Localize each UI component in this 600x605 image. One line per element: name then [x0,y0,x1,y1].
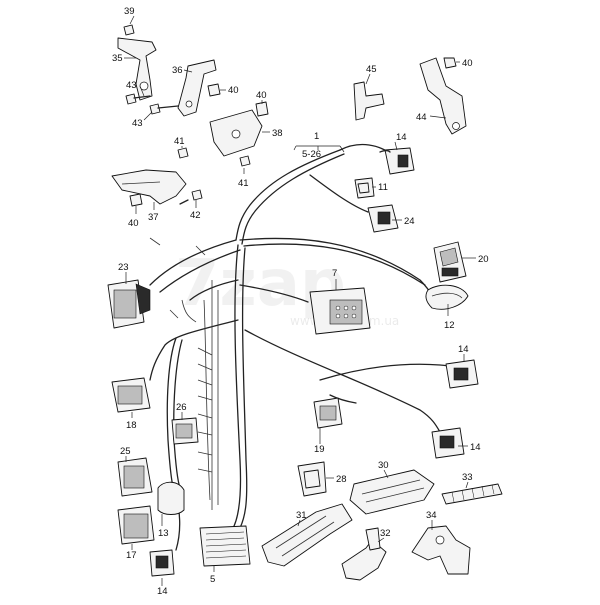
boot-13[interactable] [157,481,185,515]
callout-7: 7 [332,268,337,279]
bracket-45[interactable] [353,81,385,121]
connector-17[interactable] [117,505,155,545]
bolt-41-a[interactable] [177,147,189,159]
connector-26[interactable] [171,417,199,445]
callout-38: 38 [272,128,283,139]
callout-18: 18 [126,420,137,431]
connector-25[interactable] [117,457,153,497]
connector-24[interactable] [367,204,399,233]
callout-40-c: 40 [128,218,139,229]
holder-28[interactable] [297,461,327,497]
callout-43-a: 43 [126,80,137,91]
callout-42: 42 [190,210,201,221]
callout-23: 23 [118,262,129,273]
bolt-43-lower[interactable] [149,103,179,115]
callout-12: 12 [444,320,455,331]
bracket-34[interactable] [411,525,471,575]
callout-44: 44 [416,112,427,123]
bolt-43-upper[interactable] [125,93,151,105]
callout-40-a: 40 [228,85,239,96]
callout-11: 11 [378,182,388,193]
clip-11[interactable] [354,177,375,199]
callout-28: 28 [336,474,347,485]
callout-20: 20 [478,254,489,265]
bolt-41-b[interactable] [239,155,251,167]
bracket-35[interactable] [117,37,157,101]
callout-5: 5 [210,574,215,585]
callout-14-c: 14 [458,344,469,355]
bracket-44[interactable] [419,57,467,135]
connector-20[interactable] [433,241,467,283]
clip-40-a[interactable] [207,83,221,97]
connector-19[interactable] [313,397,343,429]
bracket-37[interactable] [111,169,187,205]
connector-18[interactable] [111,377,151,413]
callout-43-b: 43 [132,118,143,129]
callout-39: 39 [124,6,135,17]
connector-14-top[interactable] [379,147,415,175]
callout-25: 25 [120,446,131,457]
callout-34: 34 [426,510,437,521]
clip-40-b[interactable] [255,101,269,117]
bracket-38[interactable] [209,109,263,157]
connector-23[interactable] [107,279,151,329]
bracket-32[interactable] [341,527,387,581]
callout-36: 36 [172,65,183,76]
cable-channel-30[interactable] [349,469,435,515]
callout-41-b: 41 [238,178,249,189]
connector-14-mid[interactable] [445,359,479,389]
callout-17: 17 [126,550,137,561]
strip-33[interactable] [441,483,503,505]
cable-channel-31[interactable] [261,503,353,567]
clip-39[interactable] [123,24,135,36]
callout-26: 26 [176,402,187,413]
callout-13: 13 [158,528,169,539]
relay-box-5[interactable] [199,525,251,567]
bracket-36[interactable] [177,59,217,117]
callout-14-d: 14 [470,442,481,453]
boot-12[interactable] [425,284,469,310]
callout-35: 35 [112,53,123,64]
nut-40-d[interactable] [443,57,457,69]
callout-41-a: 41 [174,136,185,147]
callout-32: 32 [380,528,391,539]
callout-45: 45 [366,64,377,75]
callout-31: 31 [296,510,307,521]
callout-labels: 1 5-26 14 11 24 20 12 7 23 18 26 25 13 1… [112,6,489,597]
bolt-42[interactable] [179,189,203,205]
connector-14-lower[interactable] [431,427,465,459]
connector-7[interactable] [309,287,371,335]
callout-24: 24 [404,216,415,227]
callout-30: 30 [378,460,389,471]
callout-37: 37 [148,212,159,223]
callout-1-range: 5-26 [302,149,321,160]
clip-40-c[interactable] [129,193,143,207]
callout-14-b: 14 [157,586,168,597]
callout-14-a: 14 [396,132,407,143]
callout-40-d: 40 [462,58,473,69]
callout-1: 1 [314,131,319,142]
callout-40-b: 40 [256,90,267,101]
leader-lines [124,15,476,586]
connector-14-bottom[interactable] [149,549,175,577]
callout-33: 33 [462,472,473,483]
callout-19: 19 [314,444,325,455]
